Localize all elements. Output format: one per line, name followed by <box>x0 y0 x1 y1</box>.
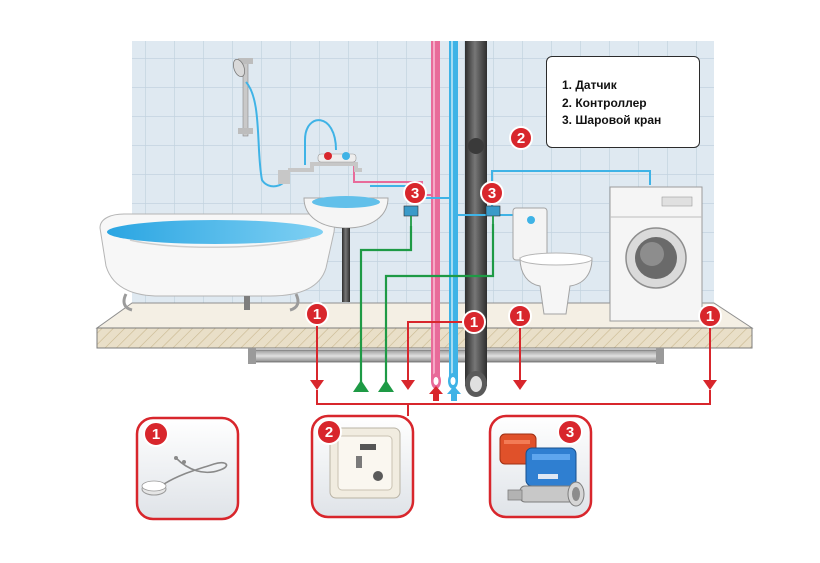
valve-cold-line <box>485 205 501 224</box>
hot-water-riser <box>431 41 440 381</box>
valve-control-lines <box>359 224 495 382</box>
sensor-arrow-2 <box>401 380 415 390</box>
badge-sensor-bath: 1 <box>305 302 329 326</box>
toilet <box>512 207 593 315</box>
svg-text:1: 1 <box>152 426 160 443</box>
svg-text:2: 2 <box>325 424 333 441</box>
washing-machine <box>609 186 703 322</box>
sensor-arrow-4 <box>703 380 717 390</box>
svg-text:3: 3 <box>566 424 574 441</box>
valve-hot-line <box>403 205 419 226</box>
sensor-card: 1 <box>135 416 240 521</box>
svg-text:3: 3 <box>488 185 496 202</box>
badge-valve-right: 3 <box>480 181 504 205</box>
svg-text:2: 2 <box>517 130 525 147</box>
svg-text:1: 1 <box>470 314 478 331</box>
legend-item-valve: 3. Шаровой кран <box>562 113 662 127</box>
svg-text:1: 1 <box>516 308 524 325</box>
badge-controller-wall: 2 <box>509 126 533 150</box>
floor-slab <box>95 302 754 349</box>
sensor-arrow-3 <box>513 380 527 390</box>
legend-box: 1. Датчик 2. Контроллер 3. Шаровой кран <box>546 56 700 148</box>
valve-control-arrow-1 <box>353 380 369 392</box>
badge-sensor-toilet: 1 <box>508 304 532 328</box>
shower <box>232 58 337 188</box>
hot-water-arrow <box>429 386 443 401</box>
sensor-signal-lines <box>316 314 711 405</box>
sewer-riser <box>465 41 487 386</box>
controller-card: 2 <box>310 414 415 519</box>
badge-valve-left: 3 <box>403 181 427 205</box>
badge-sensor-risers: 1 <box>462 310 486 334</box>
cold-water-arrow <box>447 386 461 401</box>
cold-water-riser <box>449 41 458 381</box>
wash-basin <box>278 152 389 302</box>
water-risers <box>429 41 487 401</box>
bathtub <box>99 213 335 312</box>
valve-control-arrow-2 <box>378 380 394 392</box>
svg-text:1: 1 <box>313 306 321 323</box>
valve-card: 3 <box>488 414 593 519</box>
legend-item-sensor: 1. Датчик <box>562 78 617 92</box>
badge-sensor-washer: 1 <box>698 304 722 328</box>
legend-item-controller: 2. Контроллер <box>562 95 647 110</box>
svg-text:3: 3 <box>411 185 419 202</box>
sensor-arrow-1 <box>310 380 324 390</box>
svg-text:1: 1 <box>706 308 714 325</box>
